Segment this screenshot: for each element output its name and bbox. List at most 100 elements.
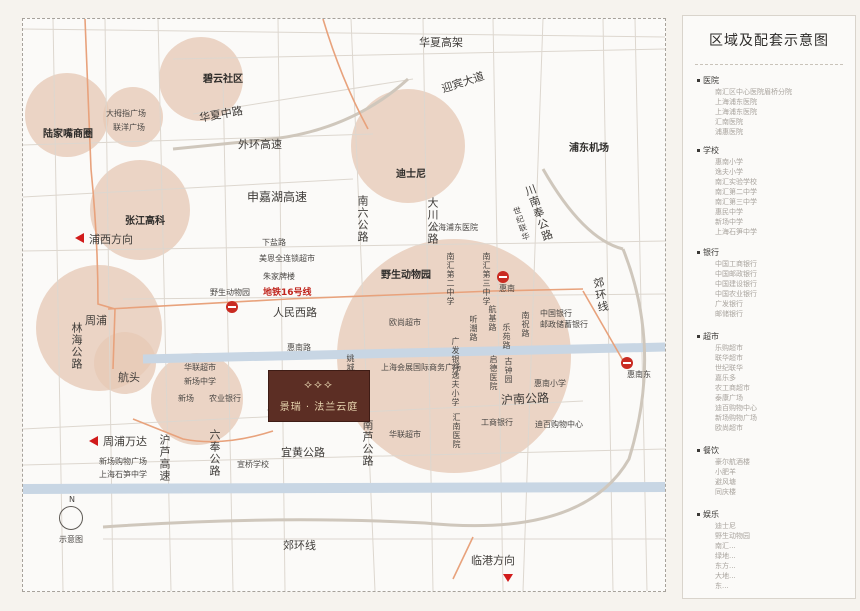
legend-item: 惠南小学 (715, 158, 743, 166)
legend-item: 农工商超市 (715, 384, 750, 392)
road-nanliu: 南六公路 (356, 195, 369, 243)
project-badge[interactable]: ⟡⟡⟡ 景瑞 · 法兰云庭 (268, 370, 370, 422)
legend-item: 小肥羊 (715, 468, 736, 476)
poi-pudong-hospital: 上海浦东医院 (430, 223, 478, 232)
legend-panel: 区域及配套示意图 医院 南汇区中心医院眉桥分院 上海浦东医院 上海浦东医院 汇南… (682, 15, 856, 599)
legend-item: 邮储银行 (715, 310, 743, 318)
legend-item: 上海浦东医院 (715, 108, 757, 116)
route-4 (132, 418, 274, 443)
road-hangji: 航基路 (488, 305, 497, 332)
road-tingchao: 听潮路 (469, 315, 478, 342)
legend-item: 南汇第三中学 (715, 198, 757, 206)
map-area[interactable]: 华夏高架 迎宾大道 华夏中路 外环高速 申嘉湖高速 下盐路 南六公路 大川公路 … (22, 18, 666, 592)
legend-category-supermarket: 超市 (697, 331, 719, 342)
poi-shisun-school: 上海石笋中学 (99, 470, 147, 479)
area-damuzhi: 大拇指广场 (106, 109, 146, 118)
legend-item: 东方... (715, 562, 736, 570)
metro-huinan-label: 惠南 (499, 284, 515, 293)
legend-item: 乐购超市 (715, 344, 743, 352)
area-zhoupu: 周浦 (85, 314, 107, 327)
metro-huinan-east-icon (621, 357, 633, 369)
direction-lingang: 临港方向 (471, 554, 515, 567)
direction-puxi-arrow (75, 233, 84, 243)
legend-item: 浦惠医院 (715, 128, 743, 136)
route-3 (322, 19, 369, 130)
route-2 (107, 288, 584, 310)
road-huluhigh: 沪芦高速 (158, 434, 171, 482)
legend-item: 上海石笋中学 (715, 228, 757, 236)
legend-item: 绿地... (715, 552, 736, 560)
zone-damuzhi (103, 87, 163, 147)
poi-xuanqiao-school: 宣桥学校 (237, 460, 269, 469)
map-canvas (23, 19, 665, 591)
poi-expo-plaza-a: 上海会展国际商务广场 (381, 363, 461, 372)
compass-north: N (69, 495, 75, 504)
poi-icbc: 工商银行 (481, 418, 513, 427)
legend-item: 嘉乐多 (715, 374, 736, 382)
poi-xinchang: 新场 (178, 394, 194, 403)
poi-auchan: 欧尚超市 (389, 318, 421, 327)
legend-category-school: 学校 (697, 145, 719, 156)
area-biyun: 碧云社区 (203, 74, 243, 85)
poi-huinan-primary: 惠南小学 (534, 379, 566, 388)
poi-agri-bank-xinchang: 农业银行 (209, 394, 241, 403)
project-name: 景瑞 · 法兰云庭 (279, 402, 359, 413)
legend-item: 中国工商银行 (715, 260, 757, 268)
poi-postal-bank: 邮政储蓄银行 (540, 320, 588, 329)
legend-item: 逸夫小学 (715, 168, 743, 176)
road-outer-ring-expressway: 外环高速 (238, 138, 282, 151)
legend-item: 新场购物广场 (715, 414, 757, 422)
poi-guzhong-garden: 古钟园 (504, 357, 513, 384)
road-nanzhu: 南祝路 (521, 311, 530, 338)
poi-nanhui-no2: 南汇第二中学 (446, 252, 455, 306)
compass-label: 示意图 (59, 535, 83, 544)
legend-item: 迪百购物中心 (715, 404, 757, 412)
area-lujiazui: 陆家嘴商圈 (43, 129, 93, 140)
road-huinan-label: 惠南路 (287, 343, 311, 352)
zone-xinchang (151, 353, 243, 445)
legend-title: 区域及配套示意图 (709, 33, 829, 49)
metro-line-16: 地铁16号线 (263, 288, 312, 298)
legend-category-dining: 餐饮 (697, 445, 719, 456)
legend-category-hospital: 医院 (697, 75, 719, 86)
legend-item: 南汇实验学校 (715, 178, 757, 186)
area-hangtou: 航头 (118, 371, 140, 384)
area-disney: 迪士尼 (396, 169, 426, 180)
legend-item: 同庆楼 (715, 488, 736, 496)
legend-item: 中国农业银行 (715, 290, 757, 298)
poi-yifu-school: 逸夫小学 (451, 371, 460, 407)
area-linhai: 林海公路 (70, 322, 83, 370)
road-renmin-west: 人民西路 (273, 306, 317, 319)
area-pudong-airport: 浦东机场 (569, 143, 609, 154)
area-zhangjiang: 张江高科 (125, 216, 165, 227)
road-hunan-east: 沪南公路 (500, 390, 550, 408)
legend-item: 联华超市 (715, 354, 743, 362)
legend-item: 大地... (715, 572, 736, 580)
metro-huinan-icon (497, 271, 509, 283)
poi-xinchang-school: 新场中学 (184, 377, 216, 386)
legend-item: 惠民中学 (715, 208, 743, 216)
poi-xinchang-mall: 新场购物广场 (99, 457, 147, 466)
legend-category-bank: 银行 (697, 247, 719, 258)
road-xiayan: 下盐路 (262, 238, 286, 247)
poi-hualian-nanlu: 华联超市 (389, 430, 421, 439)
area-zoo: 野生动物园 (381, 270, 431, 281)
route-1 (84, 19, 116, 370)
legend-item: 南汇区中心医院眉桥分院 (715, 88, 792, 96)
route-6 (582, 290, 626, 365)
poi-qide-hospital: 启德医院 (489, 355, 498, 391)
project-logo: ⟡⟡⟡ (304, 377, 334, 391)
legend-item: 野生动物园 (715, 532, 750, 540)
poi-huinan-hospital: 汇南医院 (452, 413, 461, 449)
poi-hualian-xinchang: 华联超市 (184, 363, 216, 372)
legend-item: 南汇第二中学 (715, 188, 757, 196)
poi-bank-of-china: 中国银行 (540, 309, 572, 318)
poi-meien-market: 美恩全连锁超市 (259, 254, 315, 263)
metro-zoo-icon (226, 301, 238, 313)
direction-zhoupu-wanda: 周浦万达 (103, 435, 147, 448)
legend-item: 欧尚超市 (715, 424, 743, 432)
metro-zoo-label: 野生动物园 (210, 288, 250, 297)
legend-item: 豪尔航酒楼 (715, 458, 750, 466)
area-lianyang: 联洋广场 (113, 123, 145, 132)
road-shenjiahu: 申嘉湖高速 (247, 190, 308, 204)
